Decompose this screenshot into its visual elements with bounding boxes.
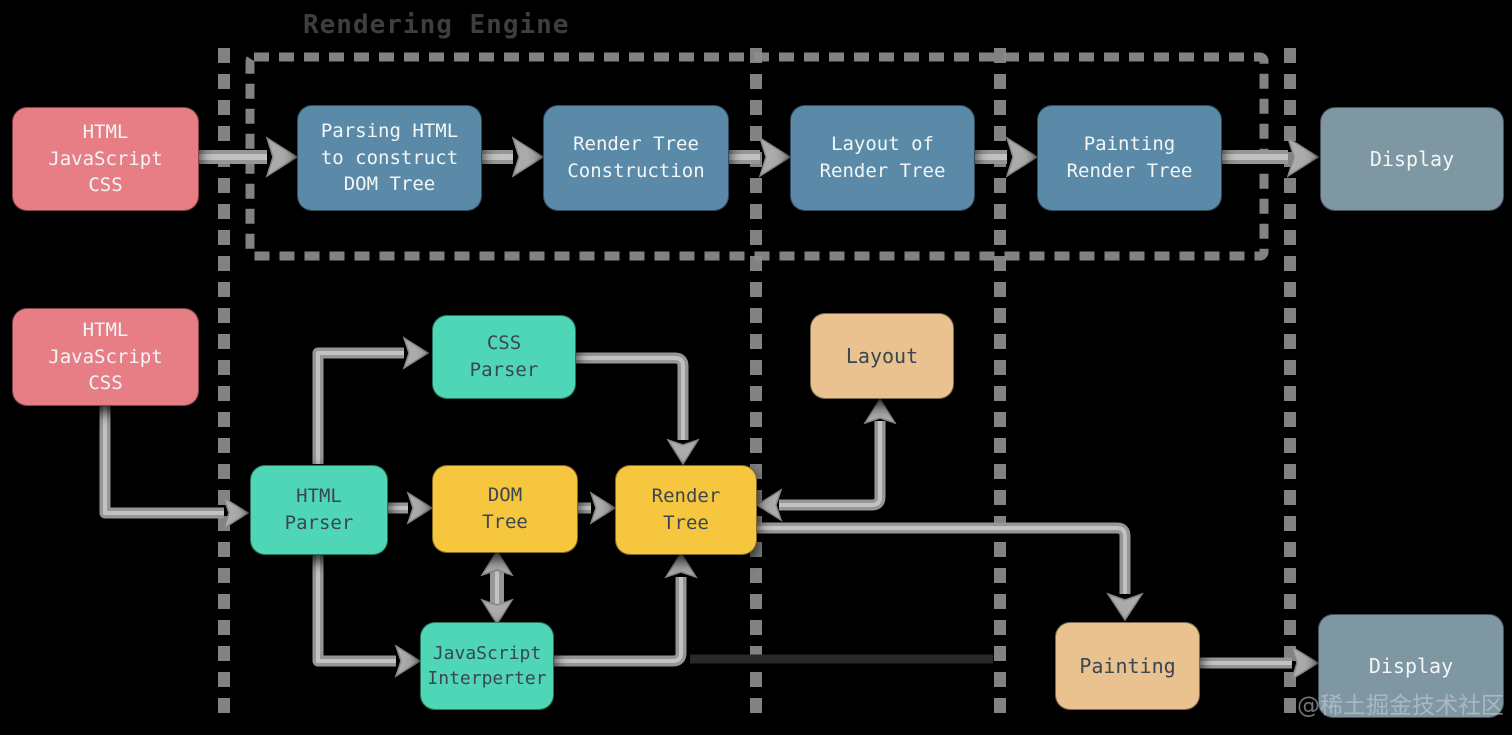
- node-display-bottom: Display: [1318, 614, 1504, 718]
- diagram-title: Rendering Engine: [303, 10, 570, 40]
- node-css-parser: CSS Parser: [432, 315, 576, 399]
- arrow-rendertree-to-painting: [757, 522, 1144, 622]
- arrow-rendertree-layout-bidirectional: [755, 397, 897, 522]
- node-dom-tree: DOM Tree: [432, 465, 578, 553]
- arrow-htmlparser-to-cssparser: [312, 336, 430, 464]
- node-javascript-interpreter: JavaScript Interperter: [420, 622, 554, 710]
- node-painting-render-tree: Painting Render Tree: [1037, 105, 1222, 211]
- node-layout-of-render-tree: Layout of Render Tree: [790, 105, 975, 211]
- arrow-layoutrt-to-paintingrt: [975, 136, 1039, 178]
- arrow-parsing-to-rtc: [482, 136, 545, 178]
- node-render-tree: Render Tree: [615, 465, 757, 555]
- node-html-parser: HTML Parser: [250, 465, 388, 555]
- node-source-top: HTML JavaScript CSS: [12, 107, 199, 211]
- arrow-domtree-to-rendertree: [576, 491, 617, 525]
- arrow-rtc-to-layoutrt: [729, 136, 792, 178]
- node-source-bottom: HTML JavaScript CSS: [12, 308, 199, 406]
- arrow-source-to-htmlparser: [99, 402, 250, 530]
- arrow-cssparser-to-rendertree: [575, 352, 700, 466]
- arrow-source-to-parsing: [197, 136, 299, 178]
- juejin-watermark: @稀土掘金技术社区: [1297, 693, 1504, 719]
- arrow-jsinterpreter-to-rendertree: [552, 551, 698, 667]
- arrow-domtree-jsinterpreter-bidirectional: [480, 549, 514, 626]
- node-render-tree-construction: Render Tree Construction: [543, 105, 729, 211]
- node-painting: Painting: [1055, 622, 1200, 710]
- node-parsing-html: Parsing HTML to construct DOM Tree: [297, 105, 482, 211]
- node-display-top: Display: [1320, 107, 1504, 211]
- arrow-htmlparser-to-jsinterpreter: [312, 554, 422, 678]
- node-layout: Layout: [810, 313, 954, 399]
- arrow-htmlparser-to-domtree: [388, 491, 434, 525]
- arrow-painting-to-display: [1199, 645, 1320, 681]
- arrow-paintingrt-to-display: [1222, 136, 1320, 178]
